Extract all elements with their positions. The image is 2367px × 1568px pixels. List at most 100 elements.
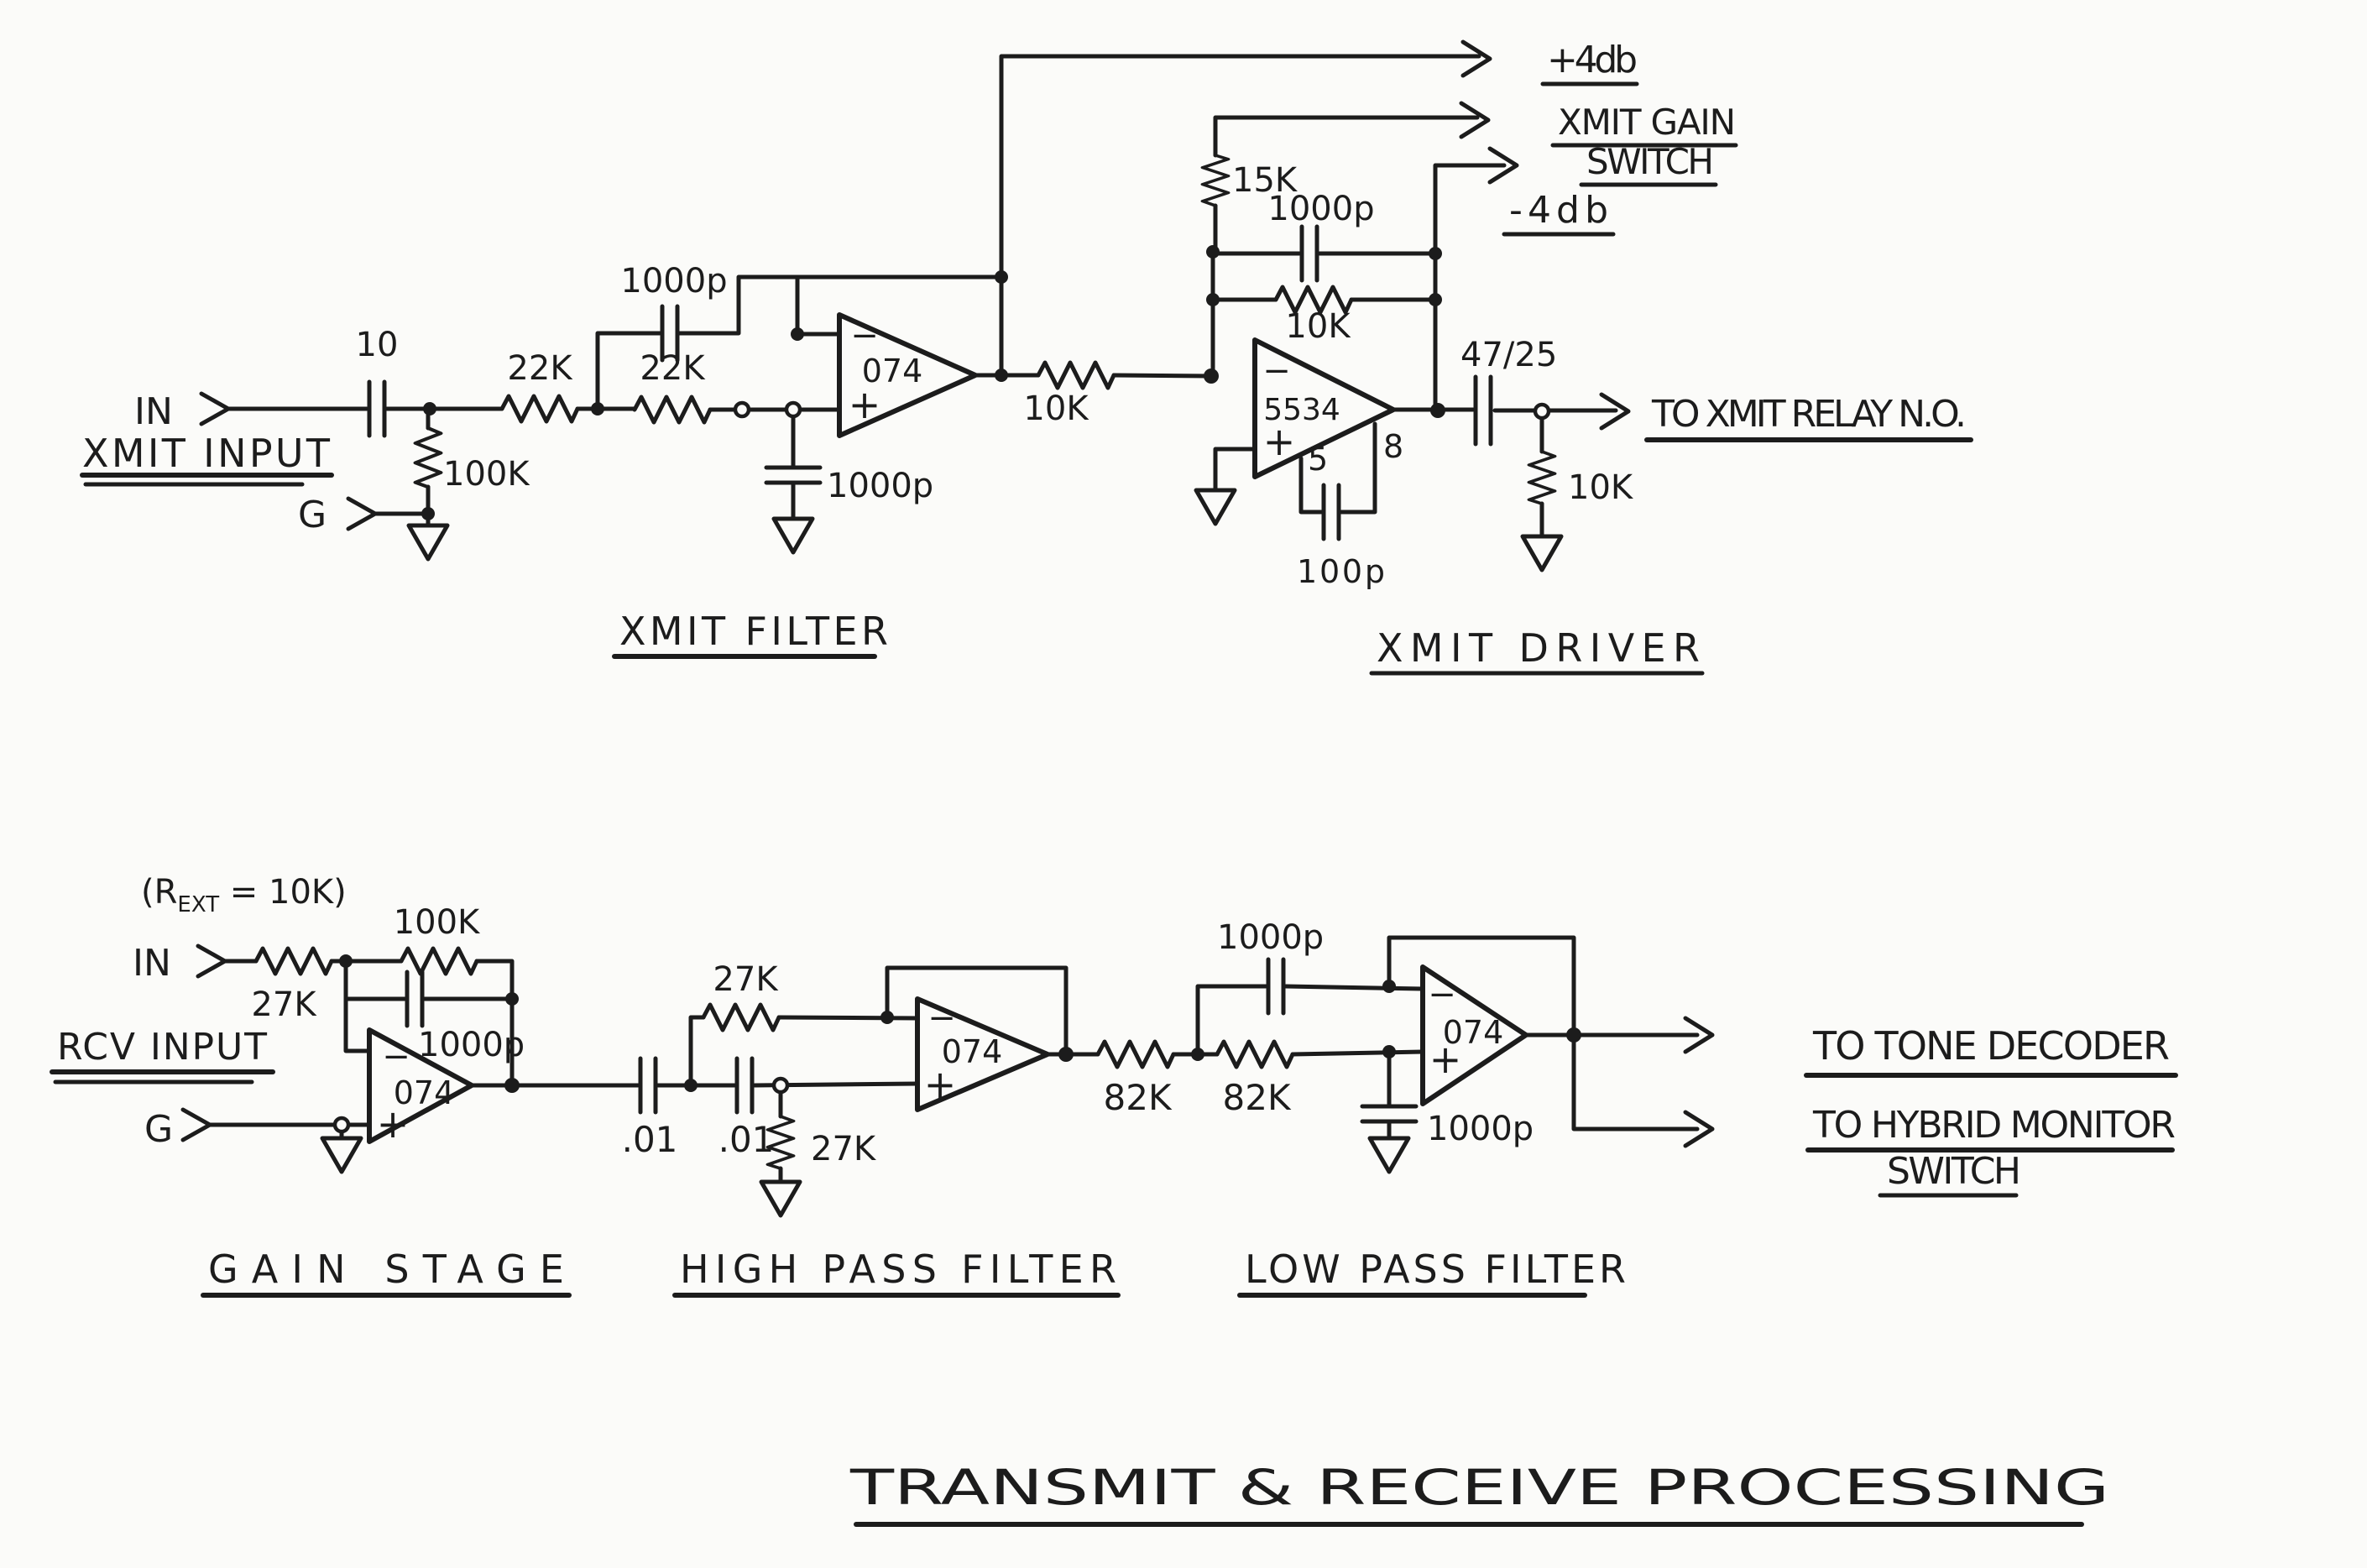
- value-15k: 15K: [1232, 161, 1298, 200]
- label-hybrid-monitor-1: TO HYBRID MONITOR: [1812, 1104, 2176, 1147]
- value-feedback-resistor-2: 10K: [1285, 307, 1351, 346]
- rcv-input-title: RCV INPUT: [57, 1026, 267, 1069]
- section-xmit-filter: XMIT FILTER: [619, 609, 888, 654]
- value-ground-cap-1: 1000p: [827, 467, 933, 505]
- value-r1: 22K: [507, 349, 573, 388]
- opamp1-plus: +: [849, 382, 881, 427]
- value-ground-resistor-4: 27K: [811, 1130, 877, 1168]
- resistor-22k-1: [502, 396, 577, 421]
- label-hybrid-monitor-2: SWITCH: [1887, 1150, 2021, 1193]
- rext-note-sub: EXT: [177, 892, 219, 917]
- resistor-100k-shunt: [415, 428, 441, 487]
- capacitor-1000p-ground-1: [766, 468, 820, 483]
- ground-icon: [1523, 525, 1561, 570]
- arrow-icon-rcv-in: [196, 943, 227, 979]
- value-output-cap: 47/25: [1460, 336, 1557, 374]
- capacitor-1000p-feedback-5: [1268, 959, 1283, 1013]
- value-feedback-cap-5: 1000p: [1217, 918, 1324, 957]
- section-high-pass: HIGH PASS FILTER: [680, 1247, 1116, 1292]
- label-plus4db: +4db: [1547, 39, 1638, 81]
- value-input-cap: 10: [356, 326, 399, 364]
- resistor-10k-series: [1038, 363, 1114, 388]
- ground-icon: [1196, 478, 1235, 524]
- opamp-074-low-pass: [1420, 964, 1528, 1106]
- value-c2: .01: [718, 1119, 775, 1160]
- label-minus4db: -4db: [1509, 189, 1608, 232]
- opamp2-minus: −: [1262, 352, 1291, 390]
- value-input-resistor-3: 27K: [251, 985, 317, 1024]
- junction-nodes: [332, 245, 1581, 1134]
- value-feedback-cap-1: 1000p: [620, 262, 727, 301]
- arrow-icon-plus4db: [1460, 39, 1492, 78]
- value-ground-cap-5: 1000p: [1427, 1110, 1534, 1148]
- capacitor-100p-comp: [1324, 485, 1339, 539]
- capacitor-01-1: [640, 1058, 656, 1112]
- capacitor-1000p-feedback-2: [1302, 227, 1317, 280]
- opamp-074-high-pass: [915, 996, 1050, 1112]
- page-title: TRANSMIT & RECEIVE PROCESSING: [849, 1459, 2109, 1516]
- value-feedback-resistor-4: 27K: [713, 960, 779, 999]
- label-gain-switch-2: SWITCH: [1586, 141, 1714, 182]
- opamp2-pin8: 8: [1383, 428, 1403, 465]
- capacitor-1000p-ground-5: [1362, 1106, 1416, 1121]
- opamp4-part: 074: [942, 1033, 1003, 1070]
- arrow-icon-tone-decoder: [1683, 1016, 1715, 1054]
- value-82k-1: 82K: [1104, 1077, 1173, 1118]
- resistor-82k-1: [1098, 1042, 1173, 1067]
- value-82k-2: 82K: [1223, 1077, 1292, 1118]
- underlines: [50, 81, 2178, 1527]
- rcv-g-label: G: [144, 1108, 173, 1151]
- ground-icon: [409, 514, 447, 559]
- value-feedback-cap-3: 1000p: [418, 1026, 525, 1064]
- capacitor-1000p-feedback-3: [407, 972, 422, 1026]
- opamp-triangles: [367, 312, 1528, 1144]
- resistor-27k-feedback: [703, 1005, 779, 1030]
- opamp-5534-xmit-driver: [1252, 337, 1396, 479]
- rcv-in-label: IN: [133, 942, 171, 985]
- section-low-pass: LOW PASS FILTER: [1245, 1247, 1626, 1292]
- section-gain-stage: GAIN STAGE: [208, 1247, 564, 1292]
- xmit-in-label: IN: [134, 390, 173, 433]
- arrow-icon-gain-switch: [1459, 101, 1491, 139]
- arrows: [180, 39, 1715, 1148]
- section-xmit-driver: XMIT DRIVER: [1377, 625, 1700, 671]
- arrow-icon-xmit-g: [346, 496, 378, 531]
- value-shunt-resistor: 100K: [443, 455, 530, 494]
- opamp4-minus: −: [927, 999, 956, 1037]
- resistor-22k-2: [635, 397, 710, 422]
- ground-icon: [774, 507, 813, 552]
- ground-icon: [1370, 1126, 1408, 1172]
- rext-note-prefix: (R: [141, 873, 177, 912]
- labels: IN G XMIT INPUT 10 100K 22K 22K 1000p 10…: [57, 39, 2176, 1516]
- arrow-icon-xmit-in: [199, 391, 231, 426]
- opamp1-part: 074: [862, 353, 923, 389]
- arrow-icon-relay: [1599, 392, 1631, 431]
- value-load-resistor: 10K: [1568, 468, 1634, 507]
- label-gain-switch-1: XMIT GAIN: [1558, 102, 1736, 143]
- arrow-icon-rcv-g: [180, 1107, 212, 1142]
- xmit-input-title: XMIT INPUT: [82, 431, 331, 476]
- opamp3-plus: +: [377, 1101, 410, 1147]
- opamp2-part: 5534: [1263, 393, 1340, 427]
- resistor-10k-load: [1529, 452, 1554, 504]
- resistor-15k: [1203, 155, 1228, 206]
- opamp3-part: 074: [394, 1074, 455, 1111]
- rext-note: (REXT = 10K): [141, 873, 347, 917]
- xmit-g-label: G: [298, 494, 327, 536]
- label-relay-output: TO XMIT RELAY N.O.: [1651, 393, 1967, 436]
- opamp5-minus: −: [1428, 975, 1456, 1014]
- value-r2: 22K: [640, 349, 706, 388]
- value-feedback-cap-2: 1000p: [1267, 190, 1374, 228]
- ground-icon: [761, 1170, 800, 1215]
- resistor-27k-input: [256, 949, 332, 974]
- resistor-82k-2: [1217, 1042, 1293, 1067]
- arrow-icon-minus4db: [1487, 146, 1519, 185]
- opamp4-plus: +: [924, 1062, 957, 1107]
- opamp2-plus: +: [1263, 419, 1296, 464]
- opamp2-pin5: 5: [1308, 441, 1328, 478]
- rext-note-suffix: = 10K): [219, 873, 347, 912]
- resistor-100k-feedback: [401, 949, 477, 974]
- label-tone-decoder: TO TONE DECODER: [1812, 1023, 2170, 1069]
- value-comp-cap: 100p: [1297, 553, 1385, 590]
